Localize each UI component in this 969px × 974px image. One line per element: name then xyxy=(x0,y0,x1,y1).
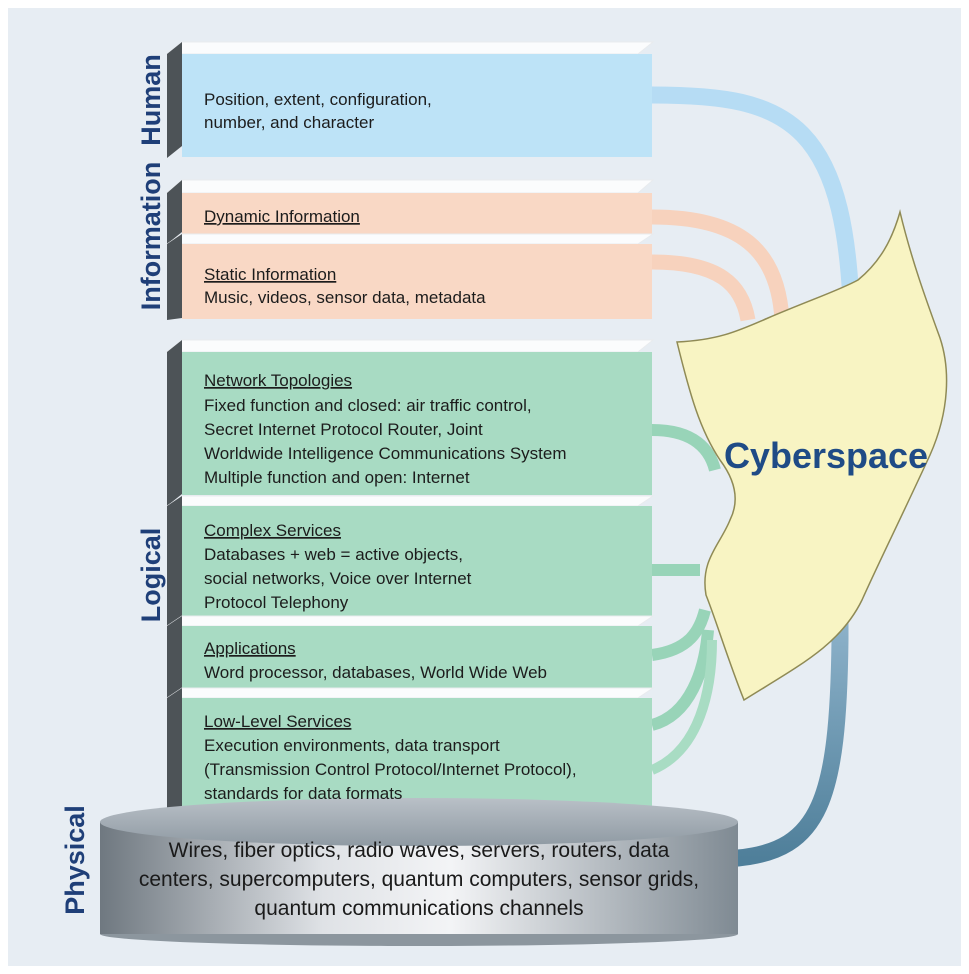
static-information-box xyxy=(165,233,655,320)
low-level-services-heading: Low-Level Services xyxy=(204,712,351,731)
information-layer-label: Information xyxy=(136,162,166,311)
network-topologies-line: Multiple function and open: Internet xyxy=(204,468,470,487)
static-info-heading: Static Information xyxy=(204,265,336,284)
complex-services-line: Databases + web = active objects, xyxy=(204,545,463,564)
human-box xyxy=(165,41,655,158)
network-topologies-line: Worldwide Intelligence Communications Sy… xyxy=(204,444,567,463)
dynamic-info-heading: Dynamic Information xyxy=(204,207,360,226)
connectors xyxy=(643,86,861,867)
complex-services-line: Protocol Telephony xyxy=(204,593,349,612)
network-topologies-box xyxy=(165,339,655,506)
physical-text-line: Wires, fiber optics, radio waves, server… xyxy=(169,839,670,862)
complex-services-heading: Complex Services xyxy=(204,521,341,540)
physical-cylinder xyxy=(100,798,738,946)
network-topologies-line: Secret Internet Protocol Router, Joint xyxy=(204,420,483,439)
dynamic-info-connector xyxy=(651,209,790,321)
low-level-connector xyxy=(650,629,714,731)
low-level-connector-2 xyxy=(649,639,717,775)
physical-text-line: quantum communications channels xyxy=(254,897,583,920)
human-layer-label: Human xyxy=(136,54,166,146)
low-level-services-line: (Transmission Control Protocol/Internet … xyxy=(204,760,577,779)
cyberspace-label: Cyberspace xyxy=(724,435,928,476)
low-level-services-box xyxy=(165,687,655,818)
applications-box xyxy=(165,615,655,698)
physical-layer-label: Physical xyxy=(60,805,90,915)
network-topologies-connector xyxy=(651,424,721,472)
human-text-line: Position, extent, configuration, xyxy=(204,90,432,109)
network-topologies-line: Fixed function and closed: air traffic c… xyxy=(204,396,532,415)
static-info-line: Music, videos, sensor data, metadata xyxy=(204,288,486,307)
physical-connector xyxy=(729,551,849,867)
physical-text-line: centers, supercomputers, quantum compute… xyxy=(139,868,699,891)
applications-connector xyxy=(651,608,711,661)
logical-layer-label: Logical xyxy=(136,528,166,623)
applications-heading: Applications xyxy=(204,639,296,658)
complex-services-box xyxy=(165,495,655,626)
low-level-services-line: Execution environments, data transport xyxy=(204,736,500,755)
network-topologies-heading: Network Topologies xyxy=(204,371,352,390)
dynamic-information-box xyxy=(165,179,655,244)
human-connector xyxy=(643,86,861,369)
cyberspace-shape xyxy=(676,209,948,702)
applications-line: Word processor, databases, World Wide We… xyxy=(204,663,547,682)
static-info-connector xyxy=(651,254,756,322)
low-level-services-line: standards for data formats xyxy=(204,784,402,803)
human-text-line: number, and character xyxy=(204,113,374,132)
complex-services-line: social networks, Voice over Internet xyxy=(204,569,472,588)
